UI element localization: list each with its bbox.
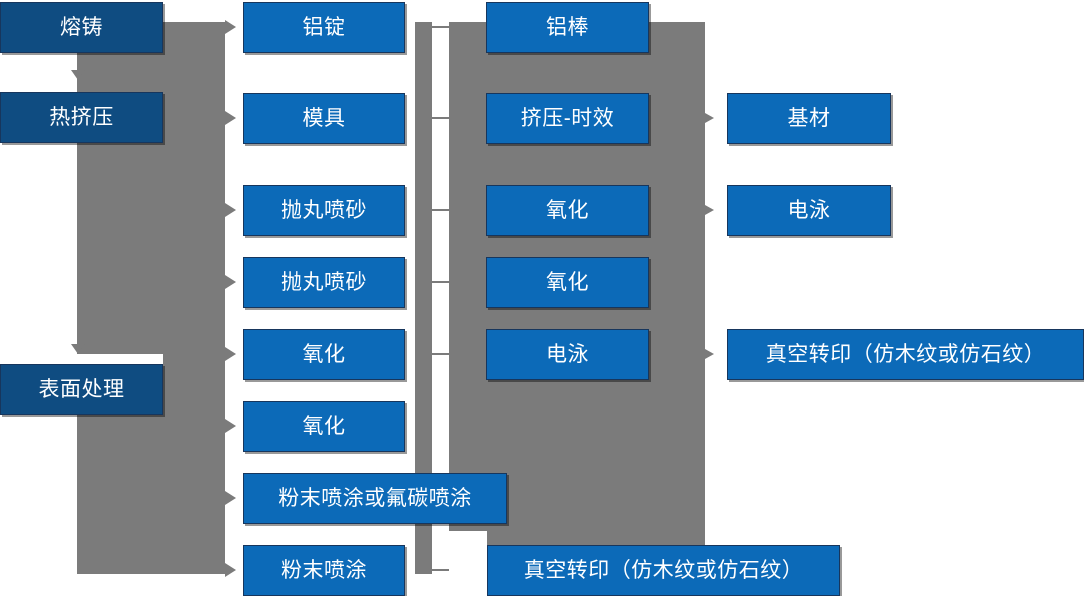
tick-line-3: [432, 209, 450, 211]
tick-line-5: [432, 353, 450, 355]
output-box-vacuum-transfer-print[interactable]: 真空转印（仿木纹或仿石纹）: [727, 329, 1084, 380]
process-label: 粉末喷涂: [281, 559, 367, 582]
treatment-label: 电泳: [546, 343, 589, 366]
output-label: 基材: [787, 107, 831, 130]
arrow-down-to-stage-3: [71, 344, 85, 354]
treatment-label: 挤压-时效: [520, 107, 615, 130]
treatment-box-vacuum-transfer-print[interactable]: 真空转印（仿木纹或仿石纹）: [487, 545, 840, 596]
connector-treatment-cutout: [449, 531, 487, 574]
treatment-label: 氧化: [546, 271, 589, 294]
tick-line-1: [432, 26, 450, 28]
process-box-shot-blasting-2[interactable]: 抛丸喷砂: [243, 257, 405, 308]
process-box-aluminum-ingot[interactable]: 铝锭: [243, 2, 405, 53]
arrow-to-output-1: [705, 113, 714, 123]
process-label: 模具: [302, 107, 346, 130]
tick-line-2: [432, 117, 450, 119]
arrow-to-process-4: [225, 275, 236, 289]
stage-label: 表面处理: [38, 378, 125, 401]
treatment-box-oxidation-1[interactable]: 氧化: [486, 185, 649, 236]
stage-box-surface-treatment[interactable]: 表面处理: [0, 364, 163, 415]
arrow-down-to-stage-2: [71, 70, 85, 80]
process-box-powder-coating[interactable]: 粉末喷涂: [243, 545, 405, 596]
stage-box-hot-extrusion[interactable]: 热挤压: [0, 92, 163, 143]
process-label: 粉末喷涂或氟碳喷涂: [278, 487, 472, 510]
treatment-label: 铝棒: [546, 16, 589, 39]
process-label: 抛丸喷砂: [281, 271, 367, 294]
process-box-oxidation-1[interactable]: 氧化: [243, 329, 405, 380]
treatment-box-aluminum-bar[interactable]: 铝棒: [486, 2, 649, 53]
output-label: 电泳: [787, 199, 831, 222]
treatment-label: 真空转印（仿木纹或仿石纹）: [523, 559, 804, 582]
arrow-to-process-6: [225, 419, 236, 433]
stage-label: 熔铸: [60, 16, 103, 39]
treatment-box-extrusion-aging[interactable]: 挤压-时效: [486, 93, 649, 144]
output-label: 真空转印（仿木纹或仿石纹）: [765, 343, 1046, 366]
tick-line-6: [432, 569, 450, 571]
arrow-to-process-5: [225, 347, 236, 361]
output-box-substrate[interactable]: 基材: [727, 93, 891, 144]
arrow-to-process-1: [225, 20, 236, 34]
process-label: 抛丸喷砂: [281, 199, 367, 222]
process-box-oxidation-2[interactable]: 氧化: [243, 401, 405, 452]
process-box-mold[interactable]: 模具: [243, 93, 405, 144]
treatment-label: 氧化: [546, 199, 589, 222]
arrow-to-process-3: [225, 203, 236, 217]
stage-label: 热挤压: [49, 106, 114, 129]
connector-stem-surface: [163, 388, 187, 390]
treatment-box-oxidation-2[interactable]: 氧化: [486, 257, 649, 308]
tick-line-4: [432, 281, 450, 283]
arrow-to-output-2: [705, 205, 714, 215]
process-box-shot-blasting-1[interactable]: 抛丸喷砂: [243, 185, 405, 236]
arrow-to-output-3: [705, 349, 714, 359]
arrow-to-process-7: [225, 491, 236, 505]
connector-spine-left: [415, 22, 432, 574]
process-box-powder-or-fluorocarbon-coating[interactable]: 粉末喷涂或氟碳喷涂: [243, 473, 507, 524]
arrow-to-process-2: [225, 111, 236, 125]
process-label: 氧化: [302, 343, 346, 366]
arrow-to-process-8: [225, 563, 236, 577]
stage-box-melting-casting[interactable]: 熔铸: [0, 2, 163, 53]
output-box-electrophoresis[interactable]: 电泳: [727, 185, 891, 236]
treatment-box-electrophoresis[interactable]: 电泳: [486, 329, 649, 380]
process-label: 铝锭: [302, 16, 346, 39]
process-label: 氧化: [302, 415, 346, 438]
